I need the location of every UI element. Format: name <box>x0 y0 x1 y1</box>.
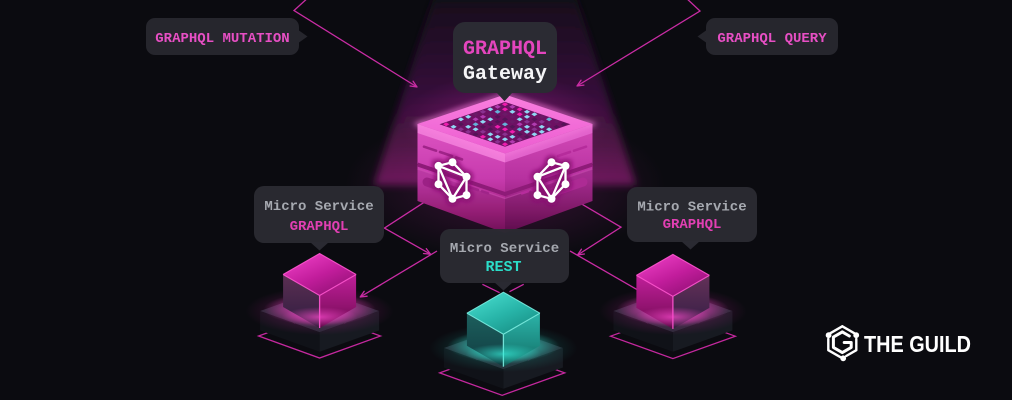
svg-text:THE GUILD: THE GUILD <box>864 331 971 357</box>
svg-text:GRAPHQL: GRAPHQL <box>663 217 722 233</box>
svg-text:GRAPHQL: GRAPHQL <box>463 38 547 61</box>
svg-text:Gateway: Gateway <box>463 63 547 86</box>
svg-text:REST: REST <box>485 259 521 276</box>
svg-text:Micro Service: Micro Service <box>450 241 559 257</box>
svg-text:Micro Service: Micro Service <box>264 199 373 215</box>
svg-text:GRAPHQL MUTATION: GRAPHQL MUTATION <box>155 31 289 47</box>
svg-text:Micro Service: Micro Service <box>637 200 746 216</box>
svg-text:GRAPHQL: GRAPHQL <box>290 219 349 235</box>
svg-text:GRAPHQL QUERY: GRAPHQL QUERY <box>717 31 827 47</box>
